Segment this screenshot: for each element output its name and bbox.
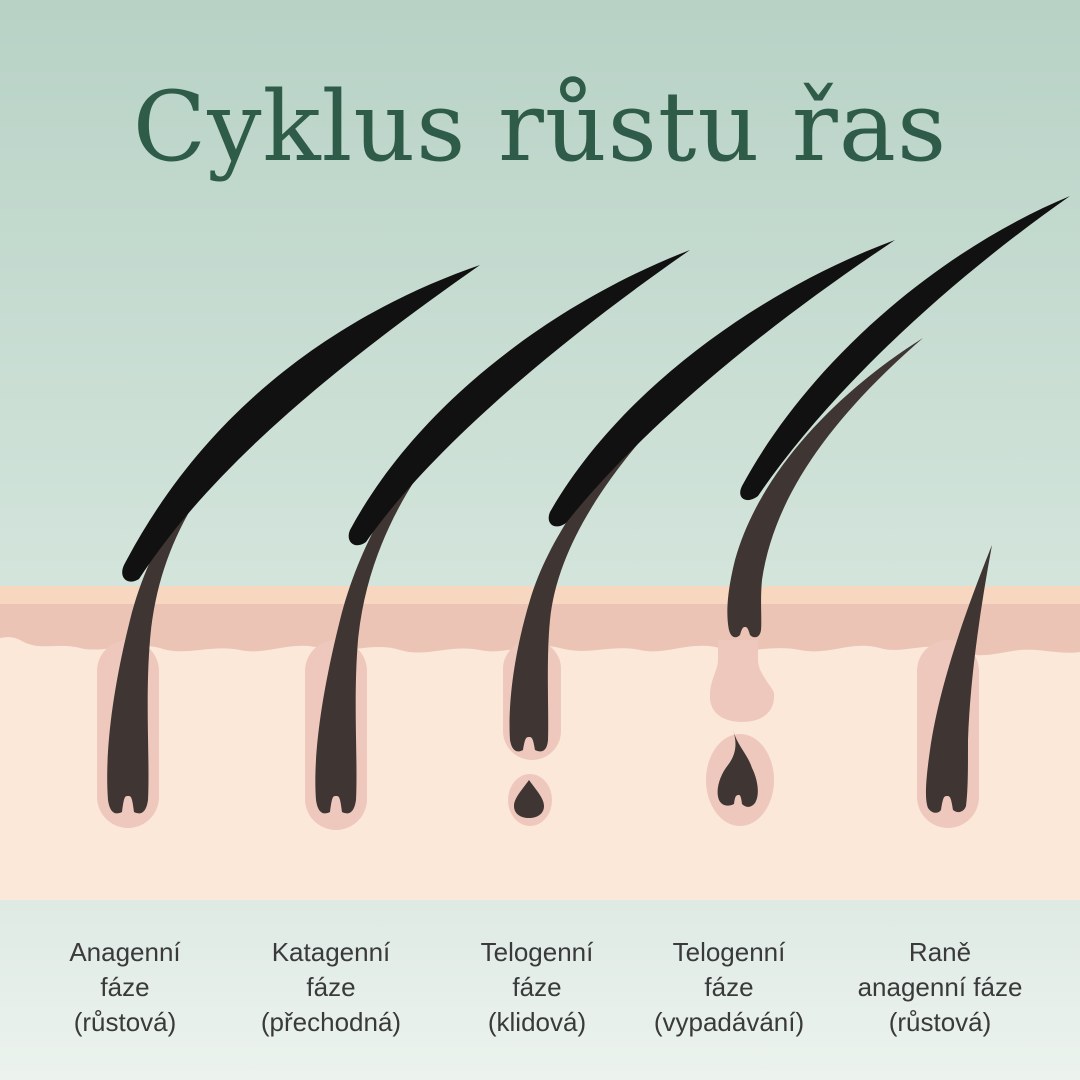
phase-label-line: (vypadávání) — [624, 1005, 834, 1040]
phase-label-line: Raně — [836, 935, 1044, 970]
phase-label-line: Telogenní — [432, 935, 642, 970]
phase-label-line: fáze — [432, 970, 642, 1005]
phase-label-line: Telogenní — [624, 935, 834, 970]
phase-label-line: Anagenní — [20, 935, 230, 970]
phase-label-line: fáze — [20, 970, 230, 1005]
phase-label-line: (růstová) — [836, 1005, 1044, 1040]
page-title: Cyklus růstu řas — [0, 72, 1080, 182]
phase-label-catagen: Katagenní fáze (přechodná) — [226, 935, 436, 1040]
phase-label-anagen: Anagenní fáze (růstová) — [20, 935, 230, 1040]
phase-label-line: (klidová) — [432, 1005, 642, 1040]
phase-label-early-anagen: Raně anagenní fáze (růstová) — [836, 935, 1044, 1040]
phase-label-line: (přechodná) — [226, 1005, 436, 1040]
phase-label-line: Katagenní — [226, 935, 436, 970]
phase-label-telogen: Telogenní fáze (klidová) — [432, 935, 642, 1040]
phase-label-line: anagenní fáze — [836, 970, 1044, 1005]
phase-label-line: fáze — [624, 970, 834, 1005]
phase-label-line: fáze — [226, 970, 436, 1005]
phase-label-shedding: Telogenní fáze (vypadávání) — [624, 935, 834, 1040]
phase-label-line: (růstová) — [20, 1005, 230, 1040]
